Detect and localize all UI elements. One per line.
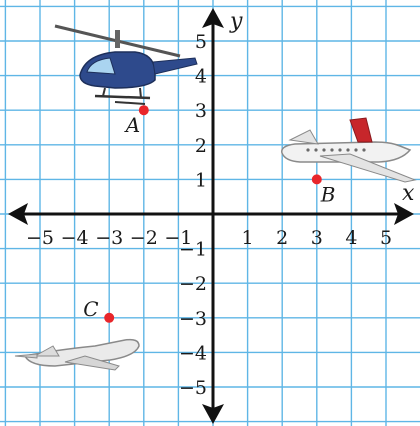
point-c-label: C — [83, 297, 98, 321]
y-axis-bottom-arrow — [202, 404, 224, 424]
y-tick-label: 2 — [195, 135, 207, 157]
stabilizer — [288, 129, 319, 145]
fuselage — [23, 338, 140, 367]
y-tick-labels: 5 4 3 2 1 −1 −2 −3 −4 −5 — [179, 31, 207, 399]
x-tick-label: 2 — [276, 227, 288, 249]
x-axis-right-arrow — [394, 203, 414, 225]
point-b-marker — [311, 174, 322, 185]
y-axis-label: y — [229, 9, 243, 34]
y-tick-label: −5 — [179, 377, 207, 399]
x-tick-label: 3 — [311, 227, 323, 249]
cockpit-window — [86, 57, 116, 75]
point-b-label: B — [320, 182, 336, 206]
y-tick-label: 1 — [195, 169, 207, 191]
y-tick-label: −4 — [179, 342, 207, 364]
x-tick-label: −4 — [61, 227, 89, 249]
jet-right-picture — [281, 117, 417, 183]
x-axis-label: x — [402, 181, 415, 206]
wing — [319, 153, 417, 183]
x-tick-label: −1 — [164, 227, 192, 249]
tail-fin — [33, 345, 60, 357]
y-tick-label: −3 — [179, 308, 207, 330]
y-tick-label: −1 — [179, 239, 207, 261]
y-tick-label: 4 — [195, 66, 207, 88]
jet-left-picture — [14, 338, 140, 371]
x-tick-label: 1 — [242, 227, 254, 249]
helicopter-picture — [54, 24, 198, 105]
x-tick-label: −2 — [130, 227, 158, 249]
point-c-marker — [104, 312, 115, 323]
wing — [64, 355, 120, 371]
rotor-mast — [115, 30, 120, 48]
y-tick-label: −2 — [179, 273, 207, 295]
y-tick-label: 3 — [195, 100, 207, 122]
axes — [8, 8, 414, 424]
plotted-points: A B C — [83, 105, 336, 323]
fuselage — [281, 141, 412, 163]
x-axis-left-arrow — [8, 203, 28, 225]
x-tick-label: −5 — [26, 227, 54, 249]
x-tick-label: −3 — [95, 227, 123, 249]
tail-boom — [152, 57, 198, 75]
point-a-marker — [138, 105, 149, 116]
y-tick-label: 5 — [195, 31, 207, 53]
y-axis-top-arrow — [202, 8, 224, 28]
x-tick-label: 4 — [345, 227, 357, 249]
tail-fin — [349, 117, 373, 143]
point-a-label: A — [124, 113, 140, 137]
x-tick-label: 5 — [380, 227, 392, 249]
